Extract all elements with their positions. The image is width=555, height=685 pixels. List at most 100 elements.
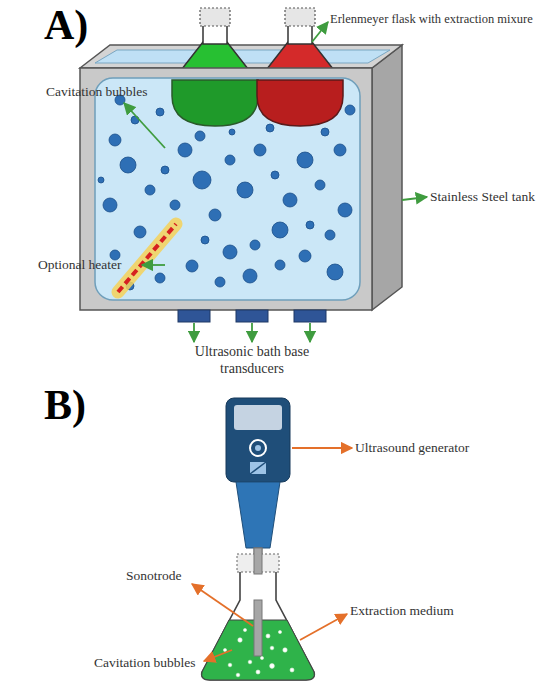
leader-arrow: [124, 103, 165, 148]
transducer: [236, 310, 268, 322]
cavitation-bubble: [225, 155, 235, 165]
cavitation-bubble: [228, 663, 232, 667]
medium-label: Extraction medium: [350, 603, 454, 619]
flask-outline: [202, 572, 315, 680]
cavitation-bubble: [223, 245, 237, 259]
tank-front-face: [80, 68, 372, 310]
cavitation-bubble: [266, 634, 270, 638]
cavitation-bubble: [254, 144, 266, 156]
leader-arrow: [402, 197, 427, 200]
cavitation-bubble: [109, 134, 121, 146]
flask-stopper: [285, 8, 315, 26]
cavitation-bubble: [134, 226, 146, 238]
cavitation-bubble: [229, 129, 235, 135]
cavitation-bubble: [250, 240, 260, 250]
cavitation-bubble: [98, 177, 104, 183]
cavitation-bubble: [161, 166, 169, 174]
cavitation-bubble: [103, 198, 117, 212]
cavitation-bubble: [201, 236, 209, 244]
cavitation-bubble: [256, 670, 260, 674]
panel-letter: B): [44, 380, 86, 430]
generator-icon-mark: [250, 462, 266, 474]
sonotrode-label: Sonotrode: [126, 568, 182, 584]
cavitation-bubble: [156, 108, 164, 116]
flask-stopper: [200, 8, 230, 26]
bubble-group: [223, 628, 294, 676]
transducer: [178, 310, 210, 322]
cavitation-bubble: [260, 656, 263, 659]
cavitation-bubble: [195, 131, 205, 141]
cavitation-bubble: [193, 171, 211, 189]
leader-arrow: [192, 584, 253, 626]
sonotrode-tip: [254, 600, 262, 656]
cavitation-bubble: [283, 193, 297, 207]
cavitation-bubble: [299, 250, 311, 262]
cavitation-bubble: [266, 124, 274, 132]
heater-element: [118, 224, 176, 292]
generator-button-core: [255, 445, 261, 451]
cavitation-bubble: [297, 152, 313, 168]
tank-label: Stainless Steel tank: [430, 189, 535, 205]
generator-display: [234, 405, 282, 430]
cavitation-bubble: [120, 157, 136, 173]
cavitation-bubble: [243, 628, 246, 631]
cavitation-bubble: [338, 203, 352, 217]
cavitation-bubble: [315, 180, 325, 190]
cavitation-bubble: [145, 185, 155, 195]
generator-handle: [236, 482, 280, 548]
green-flask-bottom: [172, 80, 258, 126]
sonotrode-rod: [254, 548, 262, 656]
leader-arrow: [251, 323, 253, 342]
leader-group: [192, 448, 352, 661]
leader-arrow: [312, 22, 328, 42]
red-flask-bottom: [257, 80, 343, 126]
cavitation-bubble: [223, 648, 226, 651]
leader-arrow: [204, 650, 232, 661]
cavitation-bubble: [321, 128, 329, 136]
cavitation-bubble: [270, 664, 275, 669]
cavitation-bubble: [290, 668, 294, 672]
generator-button: [250, 440, 266, 456]
green-flask-neck: [203, 24, 227, 44]
transducer: [294, 310, 326, 322]
cavitation-bubble: [186, 260, 198, 272]
flask-label: Erlenmeyer flask with extraction mixure: [330, 12, 533, 27]
tank-cutaway-water: [95, 78, 360, 300]
leader-arrow: [292, 447, 352, 449]
cavitation-bubble: [306, 221, 314, 229]
cavitation-bubble: [325, 230, 335, 240]
cavitation-bubble: [215, 277, 225, 287]
cavitation-bubble: [345, 105, 355, 115]
leader-arrow: [300, 614, 347, 640]
panel-letter: A): [44, 0, 88, 50]
cavitation-bubble: [237, 182, 253, 198]
cavitation-bubble: [238, 638, 242, 642]
cavitation-bubble: [170, 200, 180, 210]
generator-head: [226, 398, 290, 482]
leader-arrow: [193, 323, 195, 342]
cavitation-bubble: [271, 171, 279, 179]
cavitation-bubble: [155, 273, 165, 283]
cavitation-bubble: [236, 673, 240, 677]
red-flask-neck: [288, 24, 312, 44]
cavitation-bubble: [270, 646, 274, 650]
leader-arrow: [142, 264, 165, 266]
bubbles-label: Cavitation bubbles: [46, 84, 148, 100]
sonotrode-collar: [254, 548, 262, 574]
cavitation-bubble: [283, 648, 287, 652]
cavitation-bubble: [209, 209, 221, 221]
cavitation-bubble: [178, 143, 192, 157]
bubbles-label: Cavitation bubbles: [94, 655, 196, 671]
cavitation-bubble: [272, 222, 288, 238]
leader-arrow: [309, 323, 311, 342]
generator-label: Ultrasound generator: [355, 440, 469, 456]
tank-side-face: [372, 45, 402, 310]
heater-label: Optional heater: [38, 257, 122, 273]
leader-group: [124, 22, 427, 342]
cavitation-bubble: [275, 260, 285, 270]
transducer-label: Ultrasonic bath base transducers: [180, 344, 324, 378]
heater-glow: [118, 224, 176, 292]
